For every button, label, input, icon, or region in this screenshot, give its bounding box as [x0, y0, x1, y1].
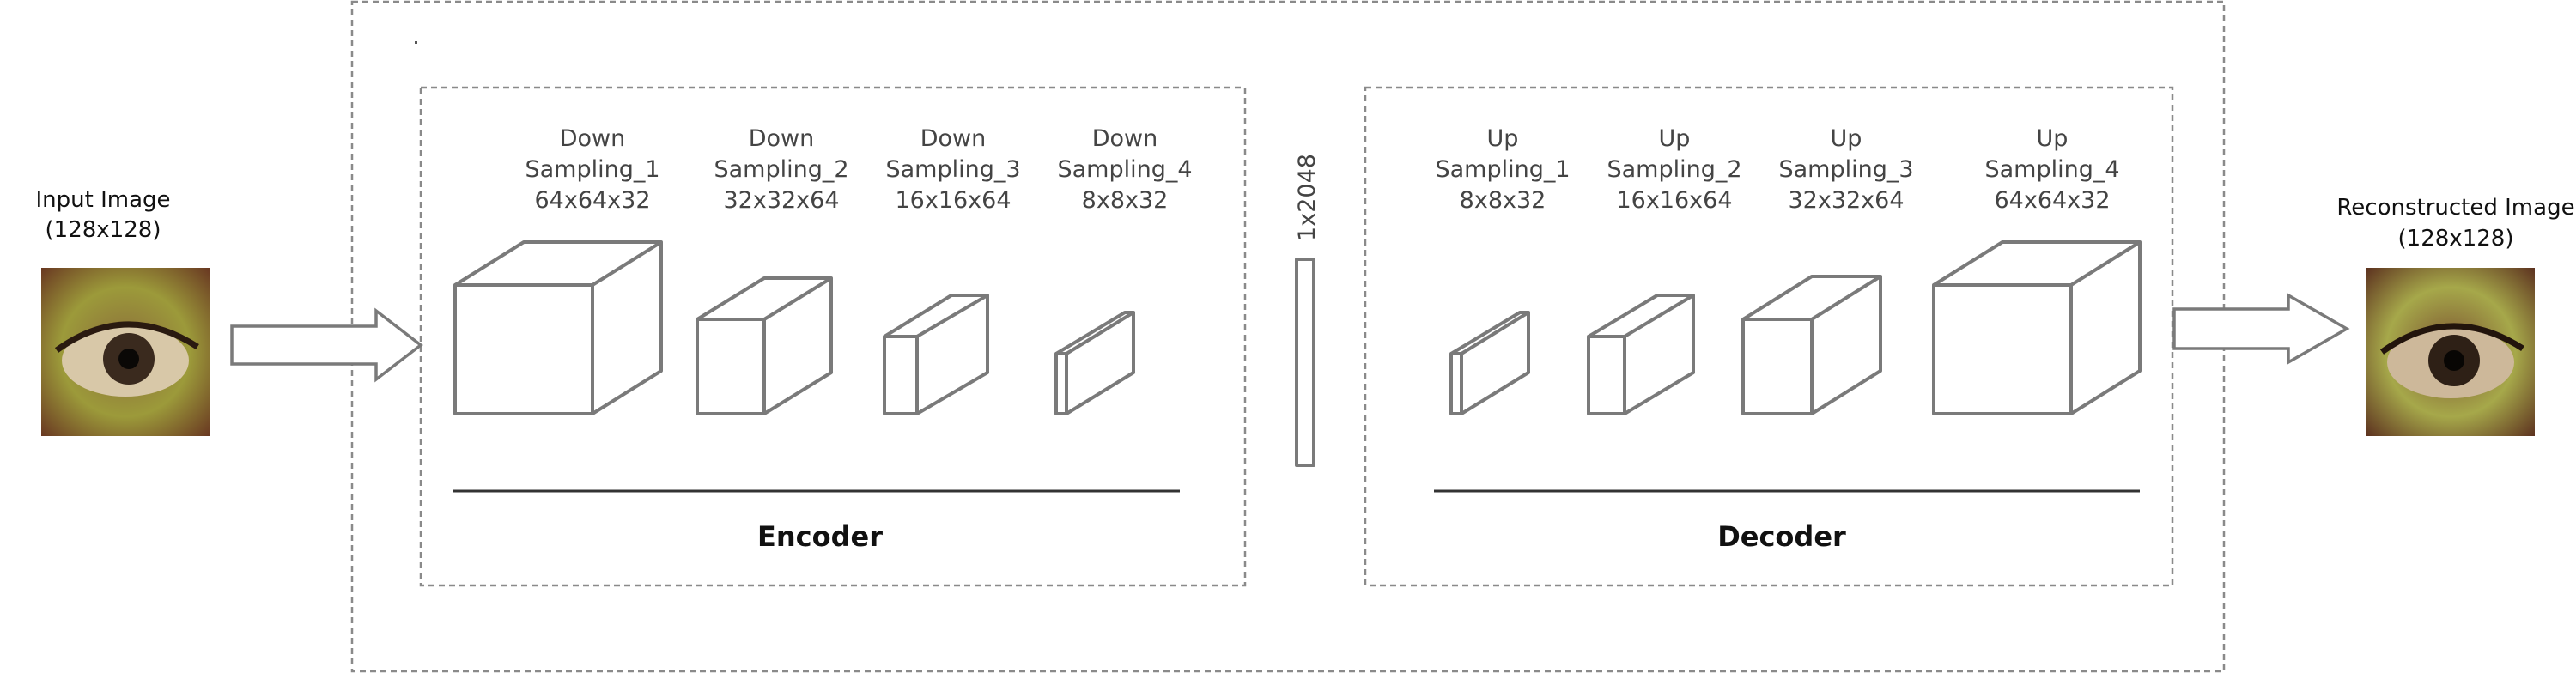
- down-sampling-4-cube: [1054, 311, 1135, 415]
- frame-dot: [415, 41, 417, 44]
- svg-text:16x16x64: 16x16x64: [1616, 187, 1732, 214]
- svg-text:Up: Up: [1831, 125, 1862, 152]
- svg-text:Sampling_3: Sampling_3: [885, 156, 1020, 183]
- up-sampling-1-label: Up Sampling_1 8x8x32: [1435, 125, 1570, 214]
- svg-text:64x64x32: 64x64x32: [534, 187, 650, 214]
- down-sampling-1-cube: [453, 240, 663, 415]
- autoencoder-frame: [350, 0, 2226, 673]
- svg-text:8x8x32: 8x8x32: [1082, 187, 1169, 214]
- output-arrow: [2172, 292, 2350, 366]
- svg-text:Sampling_2: Sampling_2: [714, 156, 848, 183]
- input-arrow: [230, 307, 423, 383]
- svg-text:Sampling_2: Sampling_2: [1607, 156, 1741, 183]
- up-sampling-2-label: Up Sampling_2 16x16x64: [1607, 125, 1741, 214]
- svg-text:Down: Down: [560, 125, 626, 152]
- svg-text:Down: Down: [1092, 125, 1158, 152]
- input-image-title: Input Image: [35, 187, 170, 213]
- latent-vector-bar: [1295, 258, 1315, 467]
- svg-text:32x32x64: 32x32x64: [723, 187, 839, 214]
- svg-text:Up: Up: [1659, 125, 1691, 152]
- output-image-size: (128x128): [2398, 226, 2514, 252]
- svg-text:Sampling_1: Sampling_1: [1435, 156, 1570, 183]
- svg-text:Down: Down: [920, 125, 987, 152]
- down-sampling-3-label: Down Sampling_3 16x16x64: [885, 125, 1020, 214]
- down-sampling-1-label: Down Sampling_1 64x64x32: [525, 125, 659, 214]
- up-sampling-4-label: Up Sampling_4 64x64x32: [1984, 125, 2119, 214]
- down-sampling-2-label: Down Sampling_2 32x32x64: [714, 125, 848, 214]
- up-sampling-1-cube: [1449, 311, 1530, 415]
- svg-text:Sampling_3: Sampling_3: [1778, 156, 1913, 183]
- svg-text:Sampling_4: Sampling_4: [1057, 156, 1192, 183]
- up-sampling-3-label: Up Sampling_3 32x32x64: [1778, 125, 1913, 214]
- down-sampling-2-cube: [696, 276, 833, 415]
- up-sampling-4-cube: [1932, 240, 2142, 415]
- svg-text:8x8x32: 8x8x32: [1460, 187, 1546, 214]
- svg-text:Up: Up: [1487, 125, 1519, 152]
- input-eye-image: [41, 268, 210, 436]
- decoder-label: Decoder: [1717, 520, 1846, 553]
- svg-text:Down: Down: [749, 125, 815, 152]
- latent-vector-label: 1x2048: [1294, 154, 1321, 241]
- svg-text:Sampling_4: Sampling_4: [1984, 156, 2119, 183]
- svg-text:Up: Up: [2037, 125, 2069, 152]
- encoder-label: Encoder: [757, 520, 883, 553]
- up-sampling-3-cube: [1741, 275, 1882, 415]
- decoder-box: [1364, 86, 2174, 587]
- output-image-title: Reconstructed Image: [2336, 195, 2574, 221]
- encoder-box: [419, 86, 1247, 587]
- input-image-size: (128x128): [46, 217, 161, 243]
- svg-text:64x64x32: 64x64x32: [1994, 187, 2110, 214]
- svg-text:16x16x64: 16x16x64: [895, 187, 1011, 214]
- up-sampling-2-cube: [1587, 294, 1695, 415]
- svg-text:32x32x64: 32x32x64: [1788, 187, 1904, 214]
- output-eye-image: [2366, 268, 2535, 436]
- svg-text:Sampling_1: Sampling_1: [525, 156, 659, 183]
- down-sampling-3-cube: [883, 294, 989, 415]
- down-sampling-4-label: Down Sampling_4 8x8x32: [1057, 125, 1192, 214]
